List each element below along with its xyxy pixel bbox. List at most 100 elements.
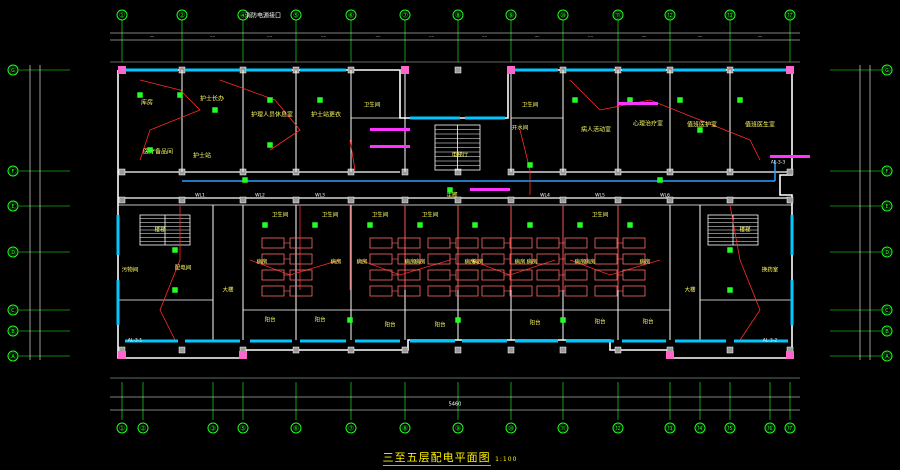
bed-unit (594, 269, 618, 281)
annotation-bar (770, 155, 810, 158)
bed-unit (289, 285, 313, 297)
axis-label-right: Ⓕ (884, 168, 891, 176)
axis-bubble-bottom (784, 422, 796, 434)
room-label-bottom: 阳台 (594, 318, 606, 326)
device-symbol (137, 92, 143, 98)
bed-unit (427, 237, 451, 249)
axis-bubble-bottom (345, 422, 357, 434)
room-label-bottom: 卫生间 (592, 211, 609, 219)
bed-unit (536, 237, 560, 249)
annotation-bar (470, 188, 510, 191)
axis-bubble-bottom (612, 422, 624, 434)
wiring-run (519, 129, 531, 195)
room-label-top: 护士长办 (200, 95, 224, 103)
room-label-bottom: 病房 (574, 258, 586, 266)
axis-label-bottom: ⑮ (727, 425, 734, 433)
device-symbol (417, 222, 423, 228)
room-label-bottom: 卫生间 (322, 211, 339, 219)
wiring-run (139, 79, 201, 161)
column (786, 168, 794, 176)
callout-text: WL1 (195, 193, 205, 199)
axis-bubble-right (881, 246, 893, 258)
device-symbol (367, 222, 373, 228)
column (239, 196, 247, 204)
device-symbol (455, 317, 461, 323)
bed-unit (369, 253, 393, 265)
dimension-text: ···· (210, 34, 215, 39)
axis-label-left: Ⓑ (10, 328, 17, 336)
room-label-top: 护士站 (193, 152, 211, 160)
room-label-bottom: 污物间 (122, 266, 139, 274)
axis-label-bottom: ⑰ (787, 425, 794, 433)
axis-bubble-left (7, 200, 19, 212)
axis-label-left: Ⓓ (10, 249, 17, 257)
axis-label-top: ⑬ (727, 12, 734, 20)
axis-label-top: ⑦ (402, 12, 408, 20)
axis-label-bottom: ⑦ (348, 425, 354, 433)
room-label-top: 心理治疗室 (633, 120, 663, 128)
device-symbol (147, 147, 153, 153)
walls (116, 66, 794, 359)
axis-bubble-right (881, 350, 893, 362)
dimension-text: ···· (267, 34, 272, 39)
wiring-run (729, 204, 761, 341)
device-symbol (627, 222, 633, 228)
room-label-bottom: 病房 (584, 258, 596, 266)
axis-label-bottom: ① (119, 425, 125, 433)
column (401, 346, 409, 354)
device-symbol (447, 187, 453, 193)
bed-unit (289, 253, 313, 265)
axis-label-right: Ⓐ (884, 353, 891, 361)
device-symbol (577, 222, 583, 228)
bed-unit (622, 237, 646, 249)
bed-unit (397, 285, 421, 297)
axis-label-bottom: ② (140, 425, 146, 433)
axis-label-top: ⑰ (787, 12, 794, 20)
room-label-bottom: 病房 (514, 258, 526, 266)
corner-column (118, 351, 126, 359)
dimension-text: ···· (321, 34, 326, 39)
callout-text: WL3 (315, 193, 325, 199)
top-note: 消防电源接口 (245, 12, 281, 20)
bed-unit (455, 285, 479, 297)
bed-unit (397, 237, 421, 249)
callout-text: AL-3-1 (128, 338, 143, 344)
device-symbol (727, 287, 733, 293)
room-label-bottom: 病房 (356, 258, 368, 266)
sheet-title-scale: 1:100 (495, 456, 518, 463)
axis-bubble-bottom (399, 422, 411, 434)
axis-label-bottom: ⑥ (293, 425, 299, 433)
device-symbol (697, 127, 703, 133)
room-label-mid: 卫生间 (364, 101, 381, 109)
room-label-bottom: 阳台 (642, 318, 654, 326)
room-label-bottom: 阳台 (384, 321, 396, 329)
wiring-run (359, 259, 451, 276)
room-label-bottom: 卫生间 (372, 211, 389, 219)
axis-label-top: ⑤ (293, 12, 299, 20)
room-labels: 库房护士长办护理人员休息室护士站更衣病人活动室心理治疗室值班医护室值班医生室医疗… (122, 95, 786, 344)
axis-bubble-left (7, 246, 19, 258)
axis-label-left: Ⓕ (10, 168, 17, 176)
device-symbol (267, 142, 273, 148)
column (507, 346, 515, 354)
axis-label-top: ⑧ (455, 12, 461, 20)
wiring-run (569, 79, 761, 161)
axis-bubble-right (881, 165, 893, 177)
corner-column (666, 351, 674, 359)
room-label-bottom: 配电间 (175, 264, 192, 272)
axis-bubble-bottom (237, 422, 249, 434)
bed-unit (622, 285, 646, 297)
bed-unit (594, 237, 618, 249)
axis-label-bottom: ⑪ (560, 425, 567, 433)
bed-unit (536, 285, 560, 297)
sheet-title-text: 三至五层配电平面图 (382, 451, 491, 466)
column (118, 168, 126, 176)
axis-bubble-right (881, 64, 893, 76)
column (292, 196, 300, 204)
bed-unit (427, 285, 451, 297)
room-label-top: 值班医生室 (745, 121, 775, 129)
wiring-run (159, 205, 181, 341)
bed-unit (455, 237, 479, 249)
bed-unit (481, 253, 505, 265)
